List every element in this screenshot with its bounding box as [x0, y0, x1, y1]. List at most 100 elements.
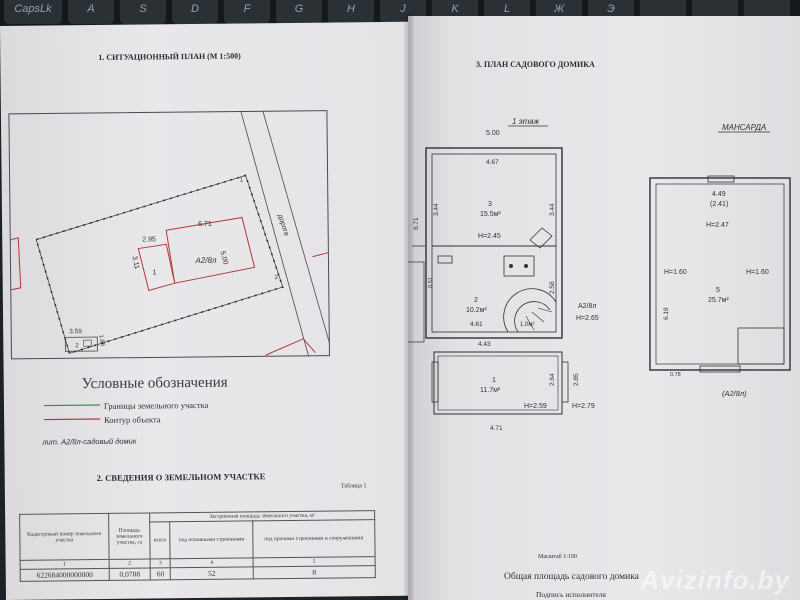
small-width-label: 3.59: [69, 328, 82, 335]
floor1-outer-wall: [425, 147, 563, 339]
table-cell-other: 8: [253, 565, 376, 579]
floor1-title: 1 этаж: [512, 117, 540, 126]
keyboard-key: A: [68, 0, 114, 24]
outbuilding: [64, 336, 98, 352]
keyboard-key: G: [276, 0, 322, 24]
keyboard-key: H: [328, 0, 374, 24]
legend-swatch-contour: [44, 418, 101, 421]
plot-depth-label: 5.00: [218, 250, 228, 265]
ext-number: 1: [153, 269, 157, 276]
table-header: всего: [149, 521, 171, 559]
book-fold: [404, 14, 414, 600]
scale-text: Масштаб 1:100: [538, 554, 577, 560]
room3-area: 15.5м²: [480, 211, 501, 218]
dim-left-outer: 6.71: [413, 217, 420, 230]
floor1-plan: 1 этаж 5.00 4.67 3.44 3.44 6.71 0.51 3 1…: [408, 117, 599, 432]
stair-opening: [737, 327, 785, 365]
table-header: под основными строениями: [170, 520, 253, 559]
ext-depth-label: 3.11: [130, 256, 140, 270]
stair-tread: [525, 315, 535, 331]
small-dim: 0.51: [428, 277, 434, 288]
chimney: [529, 227, 553, 249]
dim-left: 3.44: [433, 203, 440, 216]
room3-height: H=2.45: [478, 233, 501, 240]
keyboard-key: D: [172, 0, 218, 24]
left-page: 1. СИТУАЦИОННЫЙ ПЛАН (М 1:500) дорога 6.…: [0, 21, 420, 600]
mansard-outer-wall: [649, 177, 791, 371]
legend-swatch-boundary: [43, 404, 100, 407]
plan-frame: [8, 110, 330, 360]
neighbor-building: [312, 252, 329, 258]
mansard-inner-wall: [655, 183, 785, 365]
small-depth-label: 1.86: [97, 334, 105, 347]
dim-porch-width: 4.43: [478, 341, 491, 348]
signature-text: Подпись исполнителя: [536, 590, 606, 599]
outbuilding-inner: [82, 339, 92, 347]
mansard-height-left: H=1.60: [664, 269, 687, 276]
room5-area: 25.7м²: [708, 297, 729, 304]
building-label: А2/8л: [194, 256, 217, 265]
section3-title: 3. ПЛАН САДОВОГО ДОМИКА: [476, 60, 595, 69]
dim-side-264: 2.64: [549, 373, 556, 386]
floor1-building-label: А2/8л: [578, 303, 596, 310]
mansard-title: МАНСАРДА: [722, 123, 766, 132]
stove-burner: [524, 264, 528, 268]
room2-area: 10.2м²: [466, 307, 487, 314]
room2-number: 2: [474, 297, 478, 304]
mansard-plan: МАНСАРДА 4.49 (2.41) H=2.47 H=1.60 H=1.6…: [649, 123, 791, 398]
table-index-cell: 2: [109, 558, 151, 569]
table-header: Площадь земельного участка, га: [108, 512, 151, 560]
ext-width-label: 2.95: [142, 236, 156, 243]
floor1-inner-wall: [431, 153, 557, 333]
plot-boundary-line: [35, 175, 284, 354]
keyboard-key: F: [224, 0, 270, 24]
plot-width-label: 6.71: [198, 221, 212, 228]
mansard-window: [699, 365, 741, 373]
mansard-top-sub: (2.41): [710, 201, 728, 208]
road-label: дорога: [276, 214, 290, 237]
watermark: Avizinfo.by: [640, 565, 790, 595]
mansard-top-dim: 4.49: [712, 191, 726, 198]
land-info-table: Кадастровый номер земельного участка Пло…: [19, 510, 376, 582]
mansard-left-dim: 6.19: [663, 307, 670, 320]
porch-window: [431, 361, 439, 403]
veranda-outline: [408, 261, 425, 343]
stove: [503, 255, 535, 277]
stair-tread: [537, 307, 553, 313]
legend-title: Условные обозначения: [81, 374, 228, 393]
dim-bottom-width: 4.71: [490, 425, 503, 432]
keyboard-key: S: [120, 0, 166, 24]
road-edge: [240, 111, 309, 356]
mansard-window: [707, 175, 735, 183]
porch-window: [561, 361, 569, 403]
section2-title: 2. СВЕДЕНИЯ О ЗЕМЕЛЬНОМ УЧАСТКЕ: [96, 471, 266, 484]
legend-note: лит. А2/8л-садовый домик: [42, 436, 137, 447]
room3-number: 3: [488, 201, 492, 208]
staircase-arc: [503, 288, 557, 333]
staircase-arc-inner: [514, 301, 551, 333]
dim-top-inner: 4.67: [486, 159, 499, 166]
legend-item-label: Границы земельного участка: [103, 399, 209, 411]
table-caption: Таблица 1: [340, 483, 367, 490]
road-edge: [262, 111, 330, 343]
stove-burner: [509, 264, 513, 268]
extension-contour: [137, 243, 176, 292]
table-cell-cadastral: 622684000000000: [20, 568, 110, 582]
legend-item-label: Контур объекта: [104, 414, 161, 425]
table-header: Кадастровый номер земельного участка: [19, 513, 110, 561]
neighbor-building: [10, 237, 22, 291]
mansard-height-center: H=2.47: [706, 222, 729, 229]
mansard-building-label: (А2/8л): [722, 389, 747, 398]
room1-height-2: H=2.79: [572, 403, 595, 410]
dim-top-outer: 5.00: [486, 130, 500, 137]
room1-number: 1: [492, 377, 496, 384]
room5-number: 5: [716, 287, 720, 294]
legend-swatches: [43, 404, 101, 421]
main-building-contour: [165, 216, 256, 284]
small-number: 2: [75, 343, 79, 349]
section1-title: 1. СИТУАЦИОННЫЙ ПЛАН (М 1:500): [98, 51, 241, 62]
keyboard-key: CapsLk: [4, 0, 62, 24]
mansard-small-dim: 0.78: [670, 372, 681, 378]
room1-height-1: H=2.59: [524, 403, 547, 410]
mansard-height-right: H=1.60: [746, 269, 769, 276]
